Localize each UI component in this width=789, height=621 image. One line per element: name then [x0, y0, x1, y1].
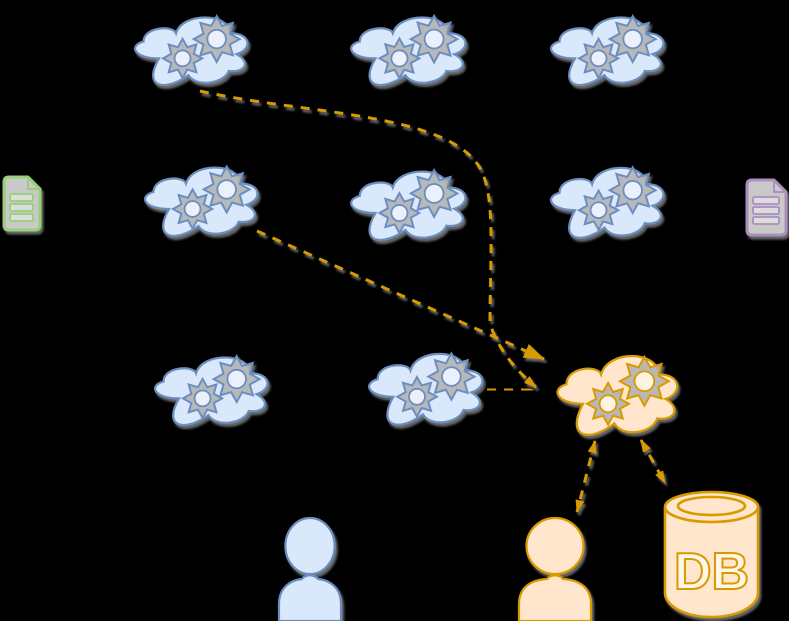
document-line	[752, 206, 780, 215]
person-icon-blue	[277, 516, 343, 621]
document-line	[9, 213, 34, 222]
db-label: DB	[674, 543, 749, 601]
document-line	[752, 216, 780, 225]
document-line	[752, 196, 780, 205]
dashed-arrow	[639, 439, 667, 484]
cloud-node	[143, 164, 259, 238]
document-line	[9, 203, 34, 212]
cloud-node	[133, 14, 249, 87]
person-icon-orange	[517, 516, 593, 621]
cloud-node	[350, 13, 467, 87]
hub-cloud-node	[556, 354, 679, 436]
dashed-arrow	[256, 229, 545, 361]
database-icon: DB	[663, 490, 760, 619]
cloud-node	[549, 165, 665, 239]
document-icon-purple	[745, 178, 788, 237]
cloud-node	[153, 354, 269, 427]
cloud-node	[549, 14, 665, 87]
cloud-node	[350, 168, 467, 242]
cloud-node	[368, 351, 484, 426]
dashed-arrow	[199, 89, 537, 389]
dashed-arrow	[486, 385, 534, 395]
document-icon-green	[2, 175, 42, 232]
document-line	[9, 193, 34, 202]
dashed-arrow	[575, 440, 597, 513]
